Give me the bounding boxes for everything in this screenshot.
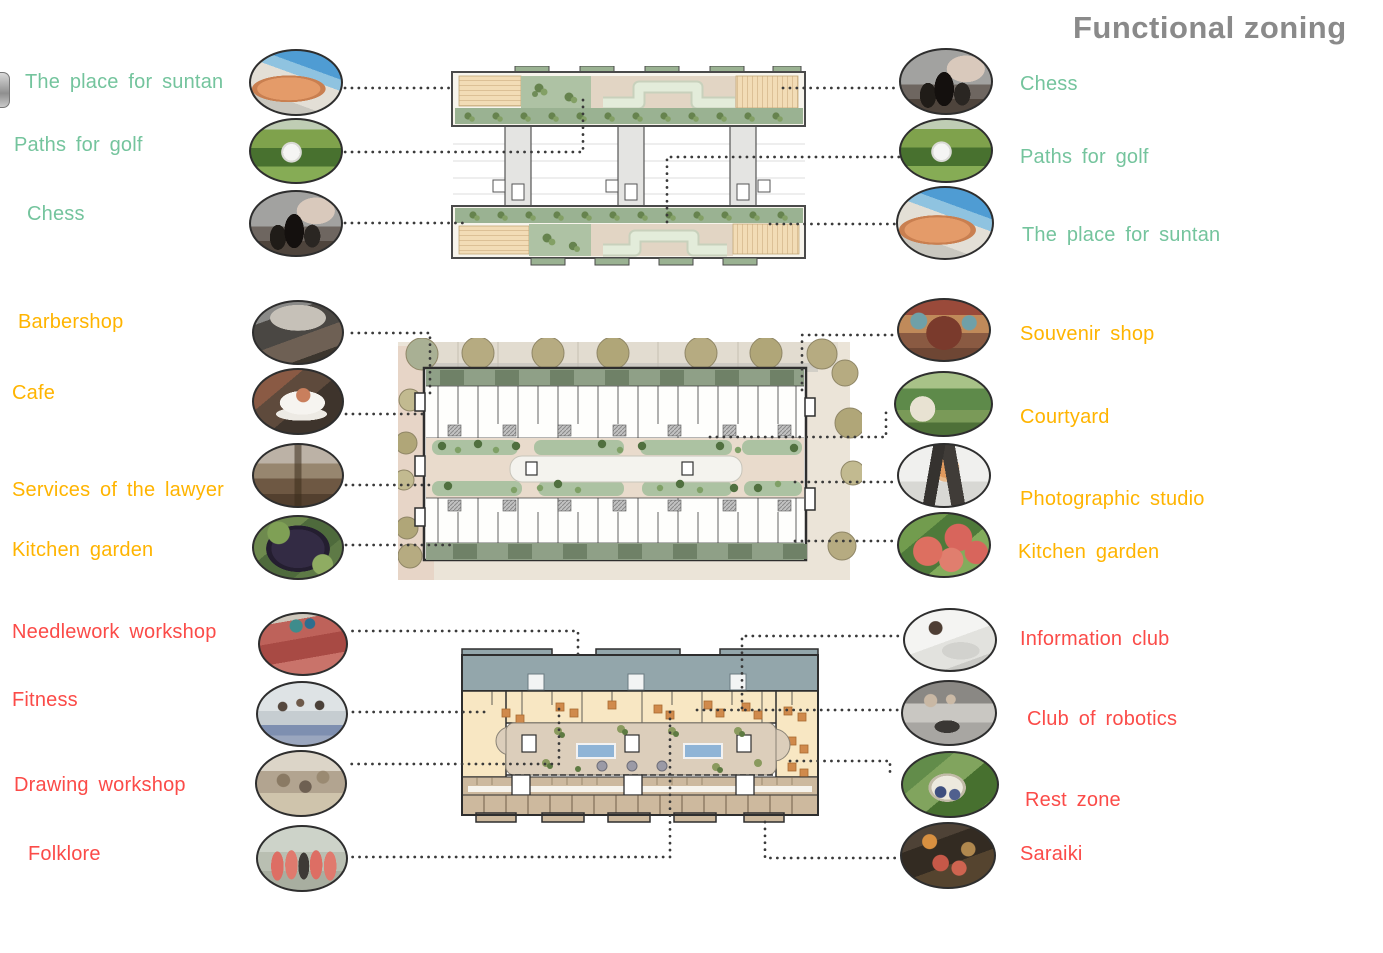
scales-of-justice-photo [252,443,344,508]
label-souvenir-shop: Souvenir shop [1020,323,1155,345]
chess-pieces-photo [899,48,993,115]
label-kitchen-garden-left: Kitchen garden [12,539,154,561]
woman-with-laptop-photo [903,608,997,672]
souvenir-shop-photo [897,298,991,362]
art-brushes-photo [255,750,347,817]
label-club-of-robotics: Club of robotics [1027,708,1178,730]
shaving-brush-photo [252,300,344,365]
needlework-fabric-photo [258,612,348,676]
page-title: Functional zoning [1073,10,1347,45]
courtyard-garden-photo [894,371,993,437]
label-place-for-suntan-right: The place for suntan [1022,224,1221,246]
label-fitness: Fitness [12,689,78,711]
label-paths-for-golf-left: Paths for golf [14,134,143,156]
chess-pieces-photo [249,190,343,257]
clipped-photo-fragment [0,72,10,108]
label-saraiki: Saraiki [1020,843,1083,865]
market-stall-photo [900,822,996,889]
label-information-club: Information club [1020,628,1170,650]
label-drawing-workshop: Drawing workshop [14,774,186,796]
label-kitchen-garden-right: Kitchen garden [1018,541,1160,563]
grape-cluster-photo [252,515,344,580]
photo-studio-photo [897,443,991,508]
kids-with-robot-photo [901,680,997,746]
label-photographic-studio: Photographic studio [1020,488,1205,510]
first-floor-plan-drawing [398,338,862,580]
label-paths-for-golf-right: Paths for golf [1020,146,1149,168]
label-services-of-the-lawyer: Services of the lawyer [12,479,225,501]
label-cafe: Cafe [12,382,56,404]
ground-floor-plan-drawing [461,648,819,823]
label-chess-left: Chess [27,203,85,225]
label-folklore: Folklore [28,843,101,865]
cappuccino-cup-photo [252,368,344,435]
roof-plan-drawing [451,66,806,266]
label-needlework-workshop: Needlework workshop [12,621,217,643]
fitness-class-photo [256,681,348,747]
label-place-for-suntan-left: The place for suntan [25,71,224,93]
label-rest-zone: Rest zone [1025,789,1121,811]
tomatoes-photo [897,512,991,578]
label-chess-right: Chess [1020,73,1078,95]
label-courtyard: Courtyard [1020,406,1110,428]
golf-ball-club-photo [249,118,343,184]
hanging-chair-photo [901,751,999,818]
sun-lounger-pool-photo [896,186,994,260]
golf-ball-club-photo [899,118,993,183]
sun-lounger-pool-photo [249,49,343,116]
folk-costume-photo [256,825,348,892]
label-barbershop: Barbershop [18,311,124,333]
